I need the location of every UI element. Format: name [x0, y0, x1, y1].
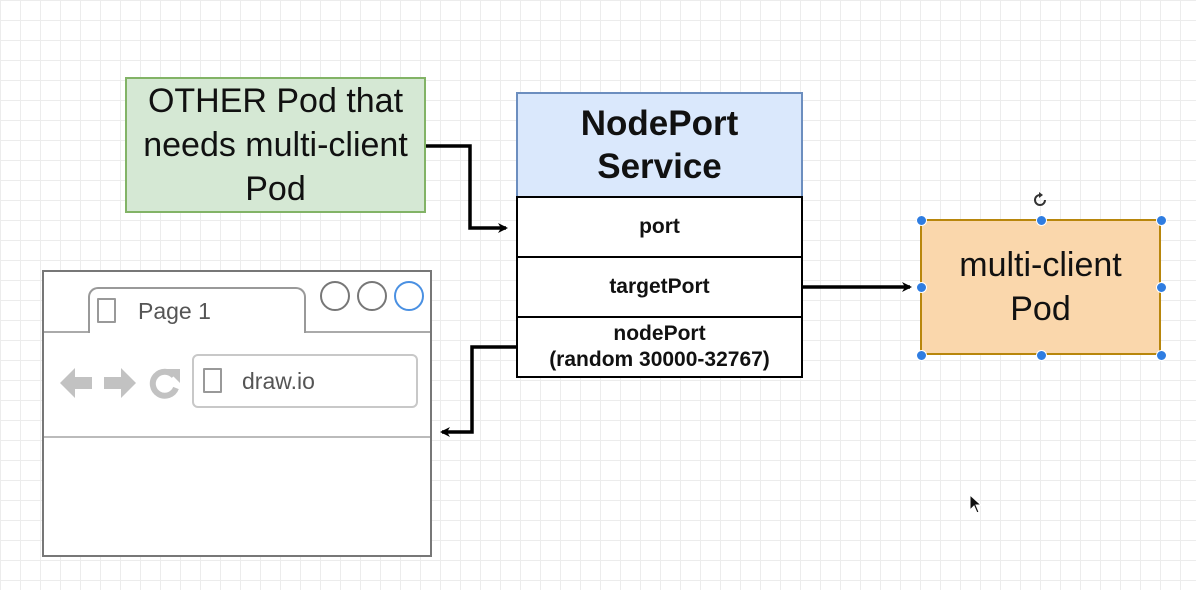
other-pod-line-1: OTHER Pod that — [147, 82, 404, 120]
edge-other-pod-to-port[interactable] — [426, 144, 508, 233]
browser-toolbar-divider — [44, 436, 430, 438]
other-pod-line-3: Pod — [245, 170, 306, 208]
multi-client-pod-line-1: multi-client — [959, 246, 1122, 284]
resize-handle-bottom-left[interactable] — [916, 350, 927, 361]
browser-tab-label: Page 1 — [138, 298, 211, 324]
address-bar[interactable] — [192, 354, 418, 408]
service-title-line-2: Service — [597, 147, 722, 186]
port-label: port — [639, 215, 680, 238]
nodeport-service-title: NodePort Service — [581, 102, 739, 188]
page-icon — [97, 298, 116, 323]
resize-handle-top[interactable] — [1036, 215, 1047, 226]
resize-handle-top-left[interactable] — [916, 215, 927, 226]
targetport-label: targetPort — [609, 275, 710, 298]
service-row-targetport[interactable]: targetPort — [516, 256, 803, 318]
nodeport-range: (random 30000-32767) — [549, 348, 770, 371]
window-button-icon[interactable] — [357, 281, 387, 311]
reload-icon[interactable] — [146, 364, 182, 402]
multi-client-pod-label: multi-client Pod — [959, 243, 1121, 331]
address-bar-url: draw.io — [242, 368, 315, 394]
service-row-nodeport[interactable]: nodePort (random 30000-32767) — [516, 316, 803, 378]
resize-handle-top-right[interactable] — [1156, 215, 1167, 226]
window-button-active-icon[interactable] — [394, 281, 424, 311]
rotate-icon[interactable] — [1031, 191, 1049, 209]
other-pod-box[interactable]: OTHER Pod that needs multi-client Pod — [125, 77, 426, 213]
other-pod-label: OTHER Pod that needs multi-client Pod — [143, 79, 408, 211]
service-row-port[interactable]: port — [516, 196, 803, 258]
other-pod-line-2: needs multi-client — [143, 126, 408, 164]
tab-strip-line — [304, 331, 430, 333]
browser-tab[interactable] — [88, 287, 306, 333]
window-button-icon[interactable] — [320, 281, 350, 311]
page-icon — [203, 368, 222, 393]
back-arrow-icon[interactable] — [58, 364, 94, 402]
forward-arrow-icon[interactable] — [102, 364, 138, 402]
edge-nodeport-to-browser[interactable] — [440, 345, 516, 437]
nodeport-service-header[interactable]: NodePort Service — [516, 92, 803, 198]
multi-client-pod-line-2: Pod — [1010, 290, 1071, 328]
resize-handle-right[interactable] — [1156, 282, 1167, 293]
service-title-line-1: NodePort — [580, 104, 739, 143]
nodeport-label: nodePort — [613, 322, 706, 345]
resize-handle-bottom[interactable] — [1036, 350, 1047, 361]
mouse-cursor-icon — [969, 494, 983, 514]
resize-handle-left[interactable] — [916, 282, 927, 293]
resize-handle-bottom-right[interactable] — [1156, 350, 1167, 361]
tab-strip-line — [44, 331, 90, 333]
multi-client-pod-box[interactable]: multi-client Pod — [920, 219, 1161, 355]
